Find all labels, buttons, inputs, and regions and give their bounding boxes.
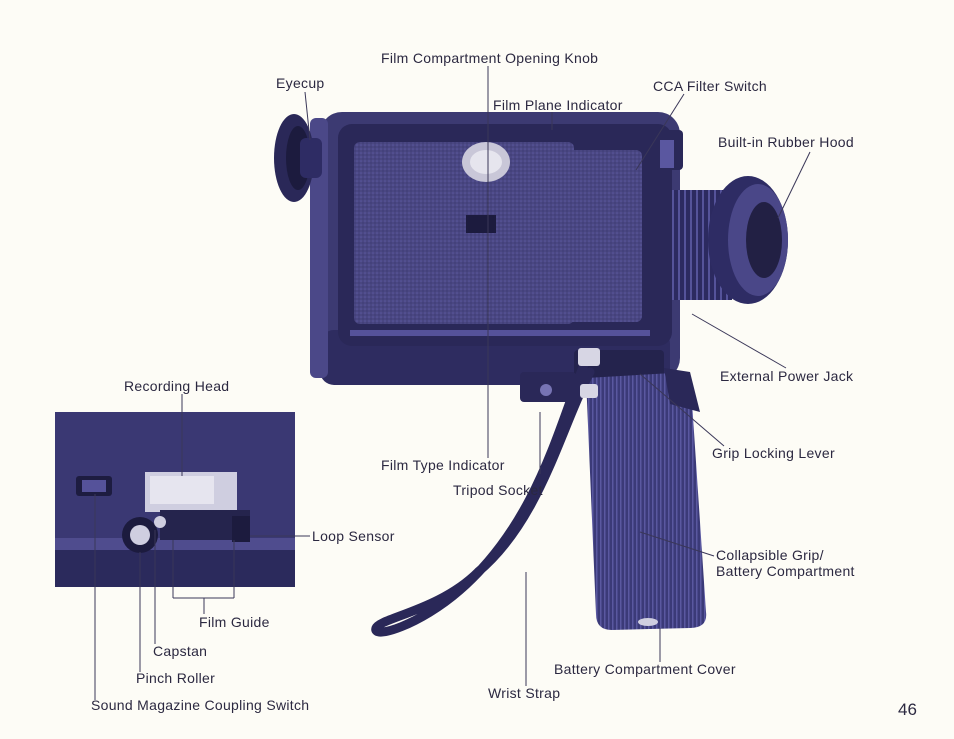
leader-lines <box>94 66 811 700</box>
label-eyecup: Eyecup <box>276 75 325 91</box>
label-collapsible-grip: Collapsible Grip/ Battery Compartment <box>716 547 855 579</box>
label-loop-sensor: Loop Sensor <box>312 528 395 544</box>
label-capstan: Capstan <box>153 643 208 659</box>
label-collapsible-grip-line2: Battery Compartment <box>716 563 855 579</box>
label-cca-filter-switch: CCA Filter Switch <box>653 78 768 94</box>
label-film-plane-indicator: Film Plane Indicator <box>493 97 623 113</box>
inset-photo <box>55 412 295 587</box>
label-tripod-socket: Tripod Socket <box>453 482 543 498</box>
label-film-compartment-opening-knob: Film Compartment Opening Knob <box>381 50 599 66</box>
label-collapsible-grip-line1: Collapsible Grip/ <box>716 547 824 563</box>
label-film-type-indicator: Film Type Indicator <box>381 457 505 473</box>
camera-body <box>310 112 680 385</box>
label-grip-locking-lever: Grip Locking Lever <box>712 445 835 461</box>
label-battery-compartment-cover: Battery Compartment Cover <box>554 661 736 677</box>
label-built-in-rubber-hood: Built-in Rubber Hood <box>718 134 854 150</box>
page-number: 46 <box>898 700 917 719</box>
label-external-power-jack: External Power Jack <box>720 368 854 384</box>
label-sound-magazine-coupling-switch: Sound Magazine Coupling Switch <box>91 697 310 713</box>
tripod-socket-shape <box>520 372 576 402</box>
label-recording-head: Recording Head <box>124 378 230 394</box>
eyecup-shape <box>274 114 322 202</box>
wrist-strap-shape <box>371 348 600 637</box>
label-film-guide: Film Guide <box>199 614 270 630</box>
label-pinch-roller: Pinch Roller <box>136 670 216 686</box>
lens-shape <box>655 130 788 304</box>
label-wrist-strap: Wrist Strap <box>488 685 561 701</box>
